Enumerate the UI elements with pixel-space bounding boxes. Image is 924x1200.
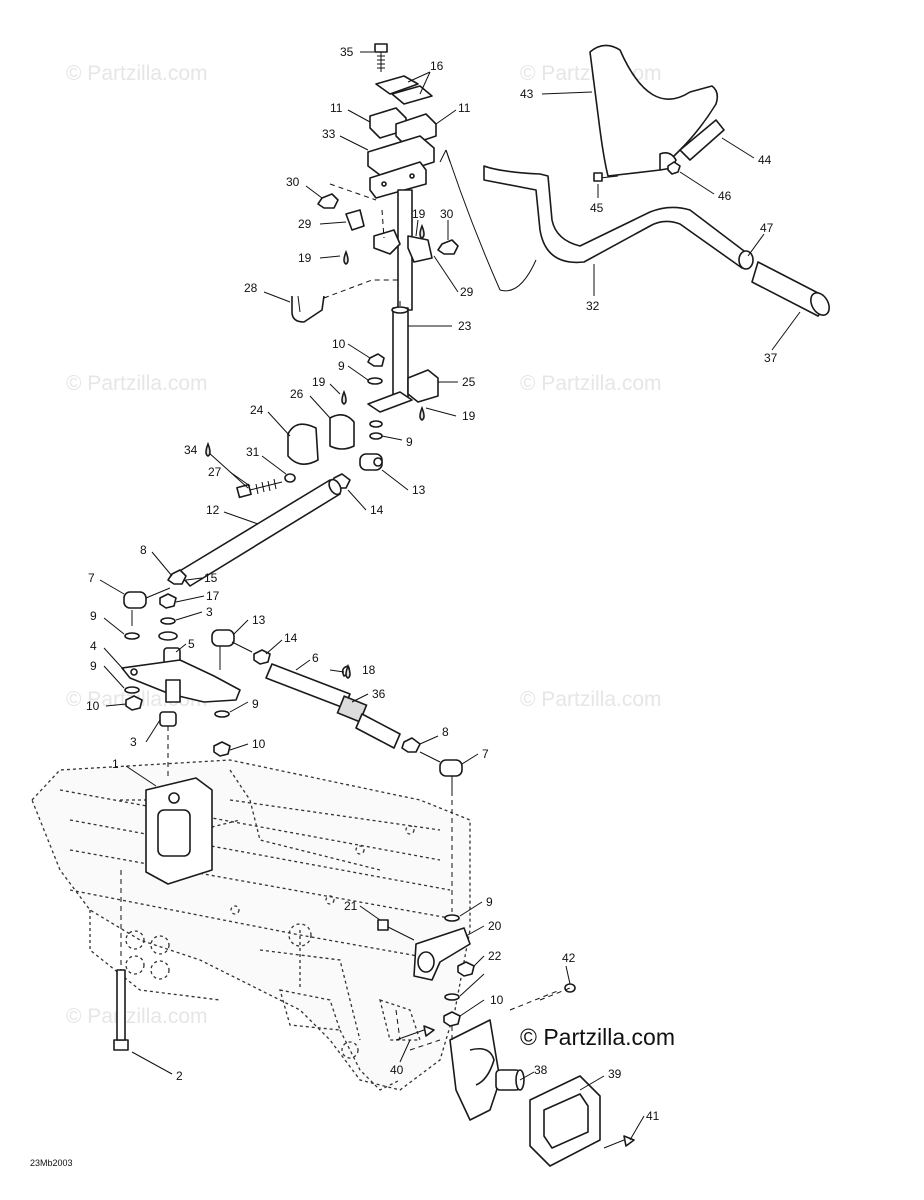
callout-17: 17 bbox=[206, 589, 220, 603]
callout-25: 25 bbox=[462, 375, 476, 389]
callout-12: 12 bbox=[206, 503, 220, 517]
callout-18: 18 bbox=[362, 663, 376, 677]
callout-9-column: 9 bbox=[406, 435, 413, 449]
callout-9-left-upper: 9 bbox=[90, 609, 97, 623]
callout-10-arm: 10 bbox=[252, 737, 266, 751]
callout-24: 24 bbox=[250, 403, 264, 417]
callout-21: 21 bbox=[344, 899, 358, 913]
watermark-main: © Partzilla.com bbox=[520, 1024, 675, 1050]
callout-10-spindle: 10 bbox=[490, 993, 504, 1007]
callout-6: 6 bbox=[312, 651, 319, 665]
callout-33: 33 bbox=[322, 127, 336, 141]
callout-10-left: 10 bbox=[86, 699, 100, 713]
callout-40: 40 bbox=[390, 1063, 404, 1077]
callout-9-upper: 9 bbox=[338, 359, 345, 373]
callout-45: 45 bbox=[590, 201, 604, 215]
callout-9-left-lower: 9 bbox=[90, 659, 97, 673]
callout-29-left: 29 bbox=[298, 217, 312, 231]
callout-9-spindle: 9 bbox=[486, 895, 493, 909]
callout-8-left: 8 bbox=[140, 543, 147, 557]
callout-14-upper: 14 bbox=[370, 503, 384, 517]
callout-46: 46 bbox=[718, 189, 732, 203]
callout-11-right: 11 bbox=[458, 101, 471, 115]
callout-14-lower: 14 bbox=[284, 631, 298, 645]
callout-22: 22 bbox=[488, 949, 502, 963]
callout-19-mid-right: 19 bbox=[462, 409, 476, 423]
watermark-top-left: © Partzilla.com bbox=[66, 62, 208, 85]
handlebar-assembly bbox=[483, 44, 830, 317]
watermark-mid-left: © Partzilla.com bbox=[66, 372, 208, 395]
callout-42: 42 bbox=[562, 951, 576, 965]
callout-3-upper: 3 bbox=[206, 605, 213, 619]
callout-27: 27 bbox=[208, 465, 222, 479]
callout-32: 32 bbox=[586, 299, 600, 313]
callout-36: 36 bbox=[372, 687, 386, 701]
callout-19-mid-left: 19 bbox=[312, 375, 326, 389]
callout-2: 2 bbox=[176, 1069, 183, 1083]
callout-41: 41 bbox=[646, 1109, 660, 1123]
watermark-bottom-left: © Partzilla.com bbox=[66, 1005, 208, 1028]
callout-30-left: 30 bbox=[286, 175, 300, 189]
diagram-code: 23Mb2003 bbox=[30, 1158, 73, 1168]
callout-3-lower: 3 bbox=[130, 735, 137, 749]
callout-34: 34 bbox=[184, 443, 198, 457]
watermark-mid-right: © Partzilla.com bbox=[520, 372, 662, 395]
callout-19-upper-left: 19 bbox=[298, 251, 312, 265]
callout-35: 35 bbox=[340, 45, 354, 59]
callout-23: 23 bbox=[458, 319, 472, 333]
callout-16: 16 bbox=[430, 59, 444, 73]
callout-13-upper: 13 bbox=[412, 483, 426, 497]
callout-44: 44 bbox=[758, 153, 772, 167]
callout-43: 43 bbox=[520, 87, 534, 101]
callout-26: 26 bbox=[290, 387, 304, 401]
assembly-lines bbox=[120, 149, 571, 1051]
callout-47: 47 bbox=[760, 221, 774, 235]
callout-9-arm: 9 bbox=[252, 697, 259, 711]
callout-11-left: 11 bbox=[330, 101, 343, 115]
callout-15: 15 bbox=[204, 571, 218, 585]
callout-10-upper: 10 bbox=[332, 337, 346, 351]
callout-7-left: 7 bbox=[88, 571, 95, 585]
callout-28: 28 bbox=[244, 281, 258, 295]
callout-20: 20 bbox=[488, 919, 502, 933]
lubricant-drops bbox=[205, 223, 425, 679]
callout-30-right: 30 bbox=[440, 207, 454, 221]
callout-8-right: 8 bbox=[442, 725, 449, 739]
callout-7-right: 7 bbox=[482, 747, 489, 761]
vehicle-frame bbox=[31, 759, 471, 1091]
steering-column-assembly bbox=[121, 43, 463, 796]
callout-29-right: 29 bbox=[460, 285, 474, 299]
callout-1: 1 bbox=[112, 757, 119, 771]
callout-37: 37 bbox=[764, 351, 778, 365]
watermark-lower-right: © Partzilla.com bbox=[520, 688, 662, 711]
callout-5: 5 bbox=[188, 637, 195, 651]
callout-31: 31 bbox=[246, 445, 260, 459]
callout-39: 39 bbox=[608, 1067, 622, 1081]
spindle-assembly bbox=[113, 777, 635, 1167]
callout-labels: 35 16 11 11 33 30 30 29 19 19 29 28 23 1… bbox=[86, 45, 778, 1123]
callout-leaders bbox=[99, 51, 801, 1141]
callout-4: 4 bbox=[90, 639, 97, 653]
callout-13-lower: 13 bbox=[252, 613, 266, 627]
callout-19-upper-right: 19 bbox=[412, 207, 426, 221]
callout-38: 38 bbox=[534, 1063, 548, 1077]
